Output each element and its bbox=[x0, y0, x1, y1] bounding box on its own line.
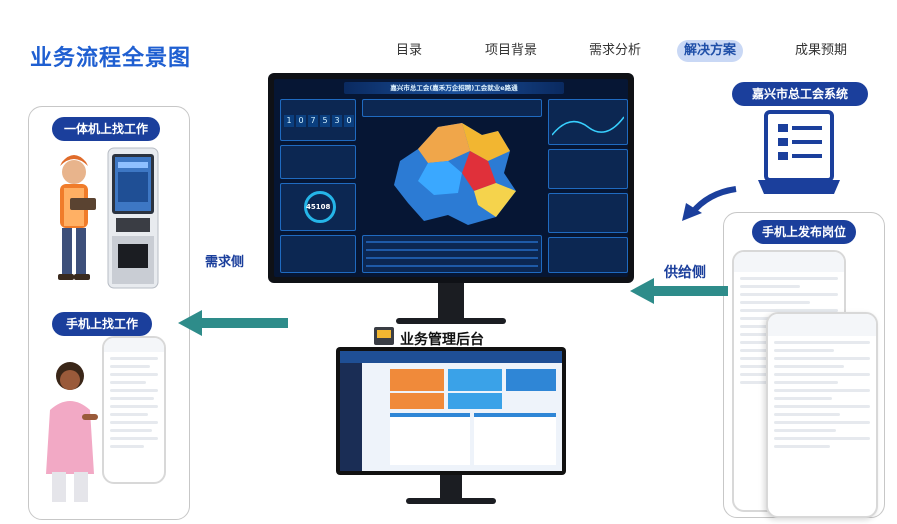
backend-screen bbox=[340, 351, 562, 471]
backend-base bbox=[406, 498, 496, 504]
dashboard-counter: 1 0 7 5 3 0 bbox=[284, 115, 354, 127]
left-phone-mockup bbox=[102, 336, 166, 484]
nav-item-requirements[interactable]: 需求分析 bbox=[589, 43, 642, 58]
backend-monitor bbox=[336, 347, 566, 475]
backend-stand bbox=[440, 475, 462, 499]
dashboard-big-number: 45108 bbox=[306, 203, 331, 211]
top-nav: 目录 项目背景 需求分析 解决方案 成果预期 bbox=[0, 40, 897, 62]
woman-illustration bbox=[46, 362, 98, 502]
supply-side-label: 供给侧 bbox=[664, 265, 706, 281]
right-phone-front bbox=[766, 312, 878, 518]
kiosk-label: 一体机上找工作 bbox=[52, 117, 160, 141]
worker-illustration bbox=[58, 155, 96, 280]
phone-job-label: 手机上找工作 bbox=[52, 312, 152, 336]
line-chart-graphic bbox=[552, 116, 624, 136]
nav-item-solution[interactable]: 解决方案 bbox=[677, 40, 744, 62]
nav-item-catalog[interactable]: 目录 bbox=[396, 43, 423, 58]
document-icon bbox=[758, 110, 840, 194]
page-title: 业务流程全景图 bbox=[30, 46, 192, 71]
system-label: 嘉兴市总工会系统 bbox=[732, 82, 868, 106]
publish-label: 手机上发布岗位 bbox=[752, 220, 856, 244]
nav-item-results[interactable]: 成果预期 bbox=[795, 43, 848, 58]
demand-side-label: 需求侧 bbox=[205, 255, 245, 270]
monitor-stand bbox=[438, 283, 464, 319]
backend-label: 业务管理后台 bbox=[400, 332, 484, 348]
backend-icon bbox=[374, 327, 394, 345]
arrow-left-icon bbox=[178, 310, 288, 336]
arrow-left-supply-icon bbox=[630, 278, 728, 304]
map-graphic bbox=[394, 123, 516, 225]
dashboard-monitor: 嘉兴市总工会(嘉禾万企招聘)工会就业e路通 1 0 7 5 3 0 45108 bbox=[268, 73, 634, 283]
kiosk-machine bbox=[107, 147, 159, 289]
nav-item-background[interactable]: 项目背景 bbox=[485, 43, 538, 58]
dashboard-title: 嘉兴市总工会(嘉禾万企招聘)工会就业e路通 bbox=[390, 84, 518, 92]
monitor-base bbox=[396, 318, 506, 324]
arrow-down-left-icon bbox=[682, 186, 737, 221]
dashboard-screen: 嘉兴市总工会(嘉禾万企招聘)工会就业e路通 1 0 7 5 3 0 45108 bbox=[274, 79, 628, 277]
